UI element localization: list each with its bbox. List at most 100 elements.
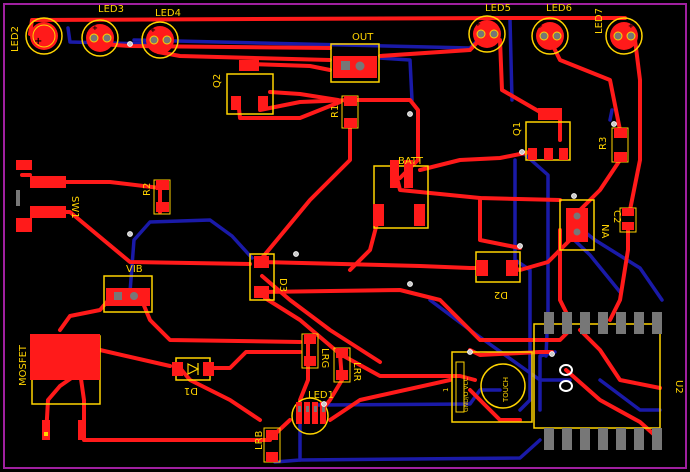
top-trace — [248, 62, 332, 72]
led6-label: LED6 — [546, 3, 572, 14]
via — [407, 281, 413, 287]
batt-connector: BATT — [373, 156, 429, 229]
top-trace-top-bus — [28, 16, 502, 36]
top-trace — [138, 294, 302, 344]
r2-label: R2 — [142, 183, 153, 196]
d3-label: D3 — [277, 278, 288, 292]
led4-component: + LED4 — [141, 8, 181, 59]
via — [407, 111, 413, 117]
led7-plus-mark: + — [628, 22, 634, 30]
led3-plus-mark: + — [92, 24, 98, 32]
via — [519, 149, 525, 155]
led2-plus-mark: + — [34, 36, 42, 47]
lrr-label: LRR — [351, 362, 362, 382]
r3-resistor: R3 — [598, 127, 629, 163]
r1-resistor: R1 — [330, 95, 359, 129]
bottom-trace — [568, 234, 622, 294]
lrg-label: LRG — [319, 348, 330, 368]
via — [549, 351, 555, 357]
via — [127, 41, 133, 47]
u2-ic: U2 — [533, 312, 684, 450]
via — [467, 349, 473, 355]
na-label: NA — [599, 224, 610, 238]
top-trace — [608, 228, 630, 322]
led4-plus-mark: + — [150, 26, 156, 34]
vias — [127, 41, 617, 407]
bottom-trace — [298, 438, 542, 462]
d2-diode: D2 — [475, 251, 521, 300]
c2-label: C2 — [611, 210, 622, 223]
via — [611, 121, 617, 127]
touch-pins-label: GND/O VCC — [463, 377, 470, 412]
led5-plus-mark: + — [475, 20, 481, 28]
touch-label: TOUCH — [502, 377, 510, 403]
top-trace — [263, 296, 477, 382]
top-trace — [268, 90, 340, 102]
c2-capacitor: C2 — [611, 207, 637, 233]
r1-label: R1 — [330, 105, 341, 118]
led3-component: + LED3 — [81, 4, 124, 57]
mosfet-label: MOSFET — [18, 344, 29, 386]
top-copper-layer — [20, 16, 662, 442]
via — [517, 243, 523, 249]
lrb-resistor: LRB — [254, 427, 281, 463]
d2-label: D2 — [494, 289, 508, 300]
lrg-resistor: LRG — [301, 333, 330, 369]
top-trace — [98, 348, 172, 368]
top-trace — [260, 260, 487, 270]
q1-label: Q1 — [512, 122, 523, 136]
via — [127, 231, 133, 237]
r3-label: R3 — [598, 137, 609, 150]
batt-label: BATT — [398, 156, 424, 167]
q2-transistor: Q2 — [212, 60, 274, 115]
via — [321, 401, 327, 407]
led7-label: LED7 — [594, 8, 605, 34]
led5-label: LED5 — [485, 3, 511, 14]
top-trace — [328, 378, 452, 422]
touch-module: 1 GND/O VCC TOUCH — [442, 351, 533, 423]
sw1-switch: SW1 — [16, 160, 80, 232]
led1-label: LED1 — [308, 390, 334, 401]
top-trace — [393, 168, 562, 202]
vib-connector: VIB — [103, 264, 153, 313]
top-trace — [578, 328, 662, 390]
top-trace — [628, 38, 642, 212]
na-connector: NA — [559, 199, 610, 251]
led6-plus-mark: + — [537, 22, 543, 30]
top-trace — [178, 366, 262, 422]
top-trace — [260, 122, 352, 260]
sw1-label: SW1 — [69, 196, 80, 219]
q2-label: Q2 — [212, 74, 223, 88]
top-trace — [468, 388, 522, 422]
top-trace — [298, 338, 310, 402]
led4-label: LED4 — [155, 8, 181, 19]
led5-component: + LED5 — [468, 3, 511, 53]
led2-component: + LED2 — [10, 17, 63, 55]
top-trace — [260, 288, 572, 342]
bottom-trace — [598, 378, 662, 412]
top-trace — [418, 150, 532, 172]
led6-component: + LED6 — [531, 3, 572, 55]
vib-label: VIB — [126, 264, 143, 275]
d3-diode: D3 — [249, 253, 288, 301]
r2-resistor: R2 — [142, 179, 171, 215]
top-trace — [498, 38, 542, 114]
top-trace — [576, 158, 622, 214]
top-trace — [156, 50, 332, 62]
lrb-label: LRB — [254, 430, 265, 450]
board-outline — [3, 3, 687, 469]
bottom-trace — [513, 158, 532, 412]
led7-component: + LED7 — [594, 8, 643, 55]
touch-pin1-label: 1 — [442, 388, 450, 392]
lrr-resistor: LRR — [333, 347, 362, 383]
out-label: OUT — [352, 32, 374, 43]
led1-component: LED1 — [291, 390, 334, 435]
via — [293, 251, 299, 257]
q1-transistor: Q1 — [512, 108, 571, 161]
top-trace — [38, 210, 252, 266]
bottom-trace — [378, 56, 414, 102]
top-trace — [478, 196, 522, 250]
mosfet-component: MOSFET — [18, 334, 101, 440]
